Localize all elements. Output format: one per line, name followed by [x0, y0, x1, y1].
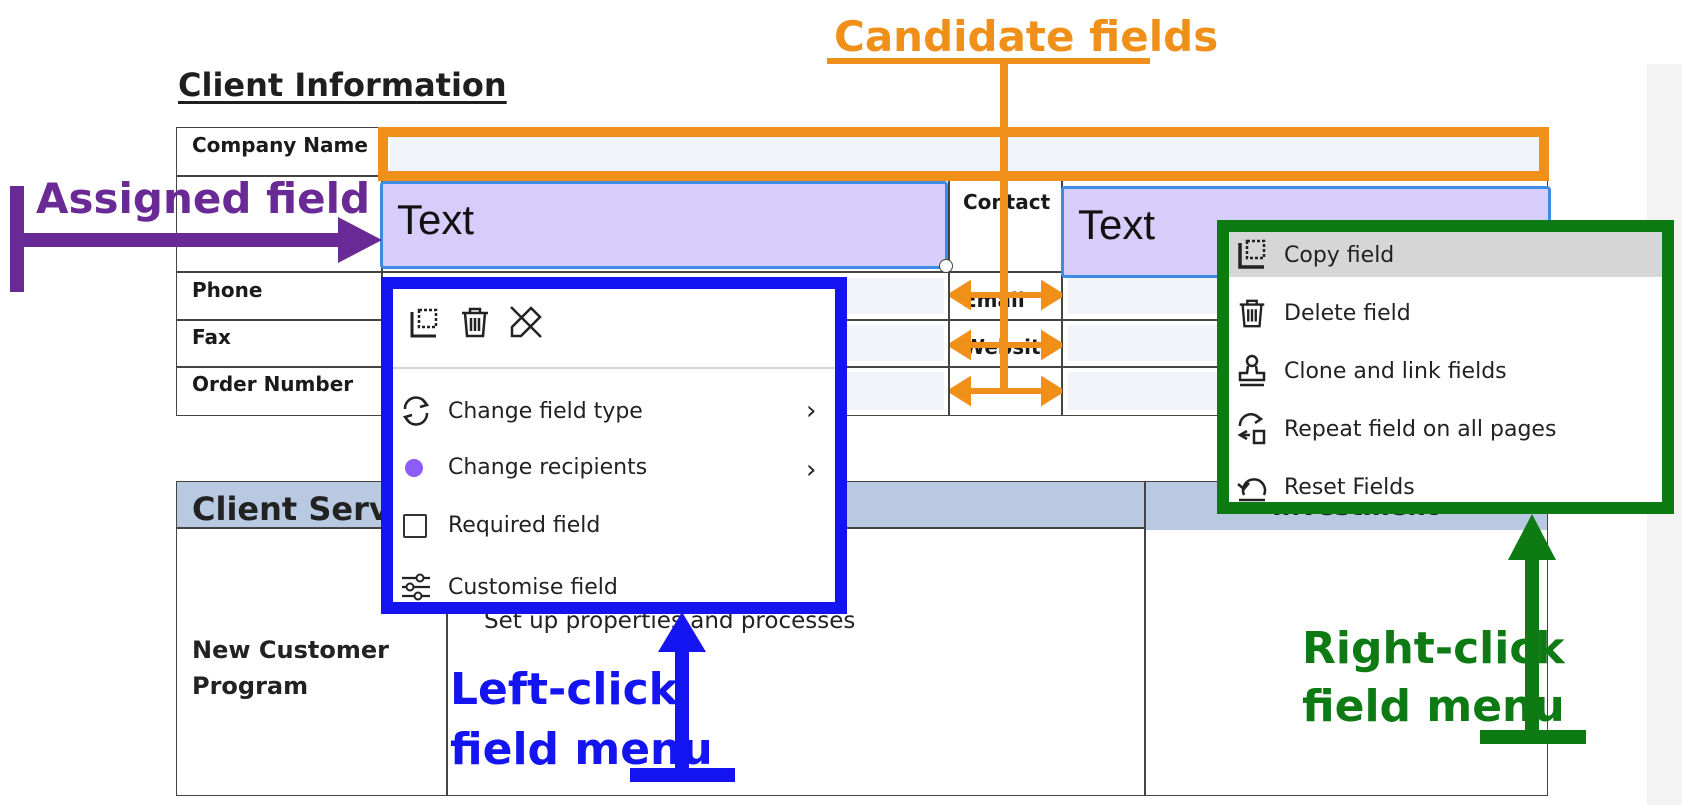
unassign-icon[interactable] [509, 305, 543, 344]
candidate-arrows [950, 280, 1062, 407]
left-click-menu [381, 277, 847, 614]
menu-divider [393, 367, 835, 369]
assigned-arrow [20, 217, 382, 263]
candidate-outline [378, 127, 1549, 181]
assigned-bar [10, 186, 24, 292]
repeat-field-item[interactable]: Repeat field on all pages [1236, 408, 1556, 450]
left-click-line-2: field menu [450, 724, 713, 775]
undo-icon [1236, 471, 1272, 503]
company-name-field[interactable] [390, 136, 1540, 172]
reset-fields-item[interactable]: Reset Fields [1236, 466, 1415, 508]
col-divider [381, 127, 383, 416]
copy-icon [1236, 239, 1272, 271]
col-divider [948, 175, 950, 416]
candidate-fields-annotation: Candidate fields [834, 12, 1219, 61]
col-divider [1144, 481, 1146, 796]
row-divider [176, 319, 1548, 321]
menu-item-label: Required field [448, 513, 601, 538]
left-click-arrow [630, 612, 735, 782]
left-click-annotation: Left-click field menu [450, 660, 713, 780]
col-divider [446, 528, 448, 796]
copy-icon[interactable] [408, 306, 440, 345]
copy-field-item[interactable]: Copy field [1236, 234, 1394, 276]
menu-item-label: Copy field [1284, 242, 1395, 268]
order-number-field[interactable] [840, 372, 944, 410]
right-click-line-2: field menu [1302, 681, 1565, 732]
trash-icon [1236, 297, 1272, 329]
recipient-dot-icon [400, 458, 436, 477]
fax-label: Fax [192, 325, 231, 349]
left-click-line-1: Left-click [450, 664, 678, 715]
delete-field-item[interactable]: Delete field [1236, 292, 1411, 334]
fax-field[interactable] [840, 325, 944, 361]
email-field[interactable] [1068, 278, 1218, 314]
menu-highlight [1229, 232, 1662, 277]
right-click-arrow [1480, 514, 1586, 744]
menu-item-label: Change recipients [448, 455, 648, 480]
candidate-underline [827, 58, 1150, 64]
row-divider [176, 271, 1548, 273]
repeat-icon [1236, 412, 1272, 446]
menu-item-label: Repeat field on all pages [1284, 416, 1557, 442]
assigned-text-field[interactable]: Text [380, 181, 948, 269]
trash-icon[interactable] [459, 305, 491, 344]
assigned-field-annotation: Assigned field [36, 174, 371, 223]
sliders-icon [400, 572, 436, 602]
refresh-icon [400, 396, 436, 426]
program-label: New Customer Program [192, 636, 389, 700]
menu-item-label: Reset Fields [1284, 474, 1415, 500]
company-name-label: Company Name [192, 133, 368, 157]
required-field-item[interactable]: Required field [400, 513, 600, 538]
resize-handle[interactable] [939, 259, 953, 273]
chevron-right-icon: › [806, 455, 817, 485]
change-recipients-item[interactable]: Change recipients [400, 455, 647, 480]
stamp-icon [1236, 354, 1272, 388]
candidate-stem [1000, 62, 1008, 394]
menu-item-label: Customise field [448, 574, 618, 600]
row-divider [176, 366, 1548, 368]
checkbox-icon[interactable] [400, 513, 436, 538]
phone-label: Phone [192, 278, 263, 302]
website-field[interactable] [1068, 325, 1218, 361]
change-field-type-item[interactable]: Change field type [400, 396, 643, 426]
right-click-line-1: Right-click [1302, 623, 1565, 674]
menu-item-label: Change field type [448, 398, 643, 424]
customise-field-item[interactable]: Customise field [400, 572, 618, 602]
menu-item-label: Delete field [1284, 300, 1411, 326]
chevron-right-icon: › [806, 396, 817, 426]
clone-link-item[interactable]: Clone and link fields [1236, 350, 1507, 392]
menu-item-label: Clone and link fields [1284, 358, 1507, 384]
right-click-annotation: Right-click field menu [1302, 620, 1565, 736]
phone-field[interactable] [840, 278, 944, 314]
order-number-label: Order Number [192, 372, 354, 396]
section-title: Client Information [178, 66, 507, 104]
